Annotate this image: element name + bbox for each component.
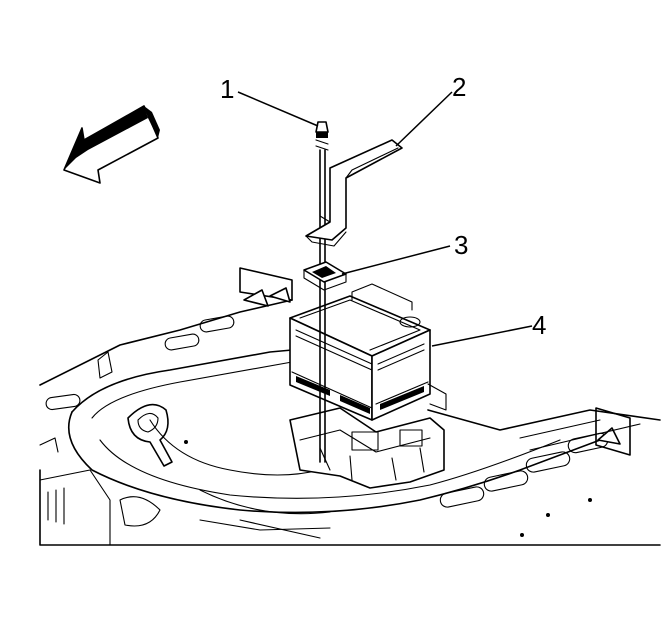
hold-down-bracket [305, 139, 403, 247]
callout-4-label: 4 [532, 310, 546, 340]
battery-tray [289, 407, 445, 489]
callout-1-label: 1 [220, 74, 234, 104]
retainer-clip [303, 261, 347, 291]
callout-4-leader [431, 325, 533, 347]
callout-3-leader [341, 245, 451, 275]
vehicle-floor-pan [39, 267, 661, 546]
callout-2-leader [395, 91, 453, 147]
forward-direction-arrow-icon [63, 105, 160, 184]
callout-3-label: 3 [454, 230, 468, 260]
callout-1-leader [237, 91, 319, 127]
callout-2-label: 2 [452, 72, 466, 102]
battery [289, 283, 447, 421]
